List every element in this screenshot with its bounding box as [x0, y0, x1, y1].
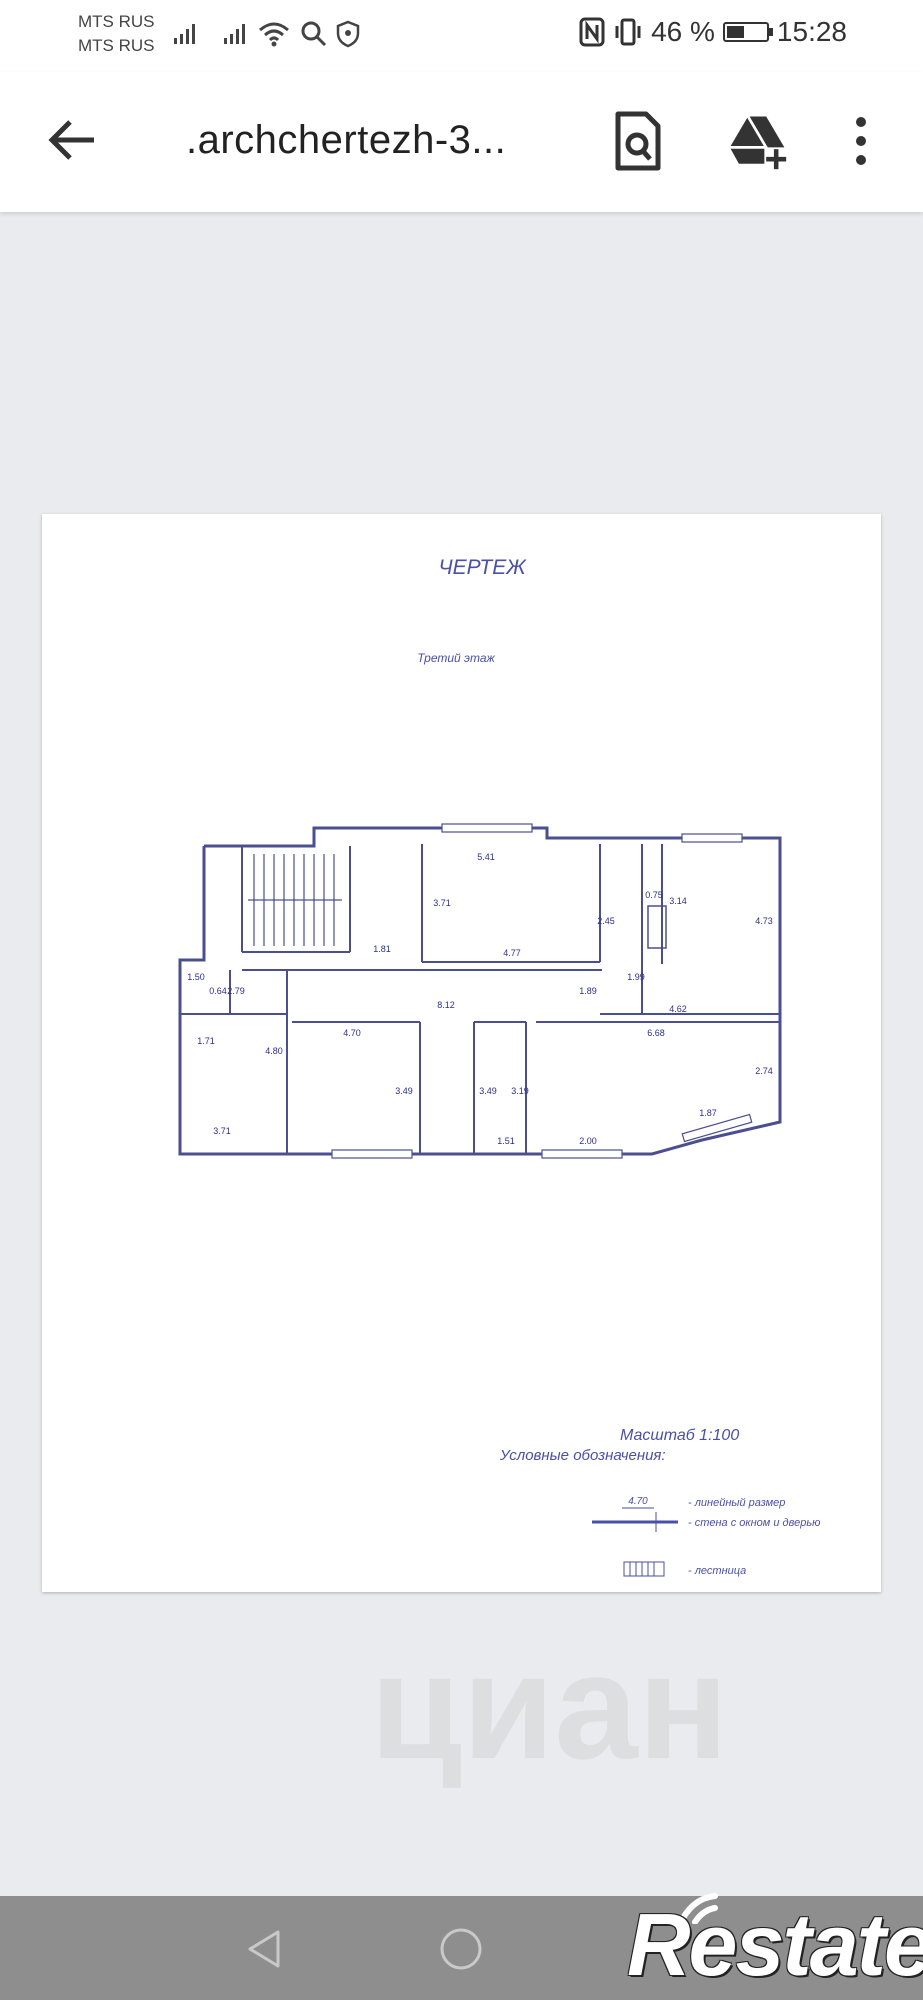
floor-plan-drawing: ЧЕРТЕЖ Третий этаж: [178, 556, 820, 1577]
search-icon: [301, 21, 327, 47]
document-page[interactable]: ЧЕРТЕЖ Третий этаж: [42, 514, 881, 1592]
dimension-label: 1.50: [187, 972, 205, 982]
carrier-names: MTS RUS MTS RUS: [78, 10, 155, 58]
find-in-page-icon[interactable]: [606, 108, 666, 174]
brand-name: Restate: [627, 1895, 923, 1994]
restate-logo: Restate: [613, 1884, 923, 2000]
nfc-icon: [579, 17, 605, 47]
dimension-label: 0.75: [645, 890, 663, 900]
legend-item-dimension: - линейный размер: [688, 1497, 785, 1509]
dimension-label: 8.12: [437, 1000, 455, 1010]
legend-item-stairs: - лестница: [688, 1565, 746, 1577]
dimension-label: 1.99: [627, 972, 645, 982]
dimension-label: 3.71: [433, 898, 451, 908]
app-bar: .archchertezh-3...: [0, 72, 923, 212]
floor-plan: [178, 826, 782, 1156]
dimension-label: 1.87: [699, 1108, 717, 1118]
wifi-icon: [259, 22, 289, 47]
clock: 15:28: [776, 16, 847, 47]
signal-icon: [174, 24, 195, 44]
document-title: .archchertezh-3...: [186, 118, 507, 162]
floor-label: Третий этаж: [417, 651, 495, 665]
carrier-1: MTS RUS: [78, 12, 155, 31]
arrow-left-icon[interactable]: [44, 112, 100, 168]
dimension-label: 3.71: [213, 1126, 231, 1136]
signal-icon: [224, 24, 245, 44]
legend-stair-symbol: [623, 1561, 665, 1577]
dimension-label: 6.68: [647, 1028, 665, 1038]
legend-title: Условные обозначения:: [499, 1447, 666, 1464]
dimension-label: 3.14: [669, 896, 687, 906]
staircase: [248, 854, 342, 946]
scale-label: Масштаб 1:100: [620, 1427, 739, 1444]
dimension-label: 2.79: [227, 986, 245, 996]
more-vert-icon[interactable]: [846, 108, 876, 174]
status-right: 46 % 15:28: [579, 16, 847, 48]
dimension-label: 1.51: [497, 1136, 515, 1146]
status-bar: MTS RUS MTS RUS 46 % 15:28: [0, 0, 923, 72]
dimension-label: 2.45: [597, 916, 615, 926]
battery-percent: 46 %: [651, 16, 715, 47]
dimension-label: 5.41: [477, 852, 495, 862]
dimension-label: 4.70: [343, 1028, 361, 1038]
legend: Масштаб 1:100 Условные обозначения: 4.70…: [499, 1427, 820, 1577]
navigation-bar: [0, 1896, 923, 2000]
legend-item-wall: - стена с окном и дверью: [688, 1517, 820, 1529]
add-to-drive-icon[interactable]: [728, 108, 788, 174]
circle-home-icon[interactable]: [436, 1924, 486, 1974]
vibrate-icon: [615, 18, 641, 46]
dimension-label: 2.00: [579, 1136, 597, 1146]
drawing-heading: ЧЕРТЕЖ: [438, 556, 527, 579]
broadcast-waves-icon: [680, 1893, 718, 1924]
dimension-label: 3.49: [395, 1086, 413, 1096]
dimension-label: 1.89: [579, 986, 597, 996]
dimension-label: 1.81: [373, 944, 391, 954]
dimension-label: 3.19: [511, 1086, 529, 1096]
dimension-label: 4.80: [265, 1046, 283, 1056]
carrier-2: MTS RUS: [78, 36, 155, 55]
triangle-back-icon[interactable]: [240, 1924, 290, 1974]
watermark: циан: [370, 1622, 729, 1790]
dimension-label: 4.73: [755, 916, 773, 926]
windows: [331, 823, 753, 1159]
legend-sample: 4.70: [628, 1496, 648, 1507]
battery-icon: [722, 22, 773, 42]
shield-icon: [336, 20, 360, 48]
dimension-label: 0.64: [209, 986, 227, 996]
dimension-labels: 5.41 3.71 4.77 1.81 2.45 0.75 1.99 3.14 …: [187, 852, 773, 1146]
dimension-label: 3.49: [479, 1086, 497, 1096]
dimension-label: 4.62: [669, 1004, 687, 1014]
dimension-label: 2.74: [755, 1066, 773, 1076]
dimension-label: 4.77: [503, 948, 521, 958]
dimension-label: 1.71: [197, 1036, 215, 1046]
